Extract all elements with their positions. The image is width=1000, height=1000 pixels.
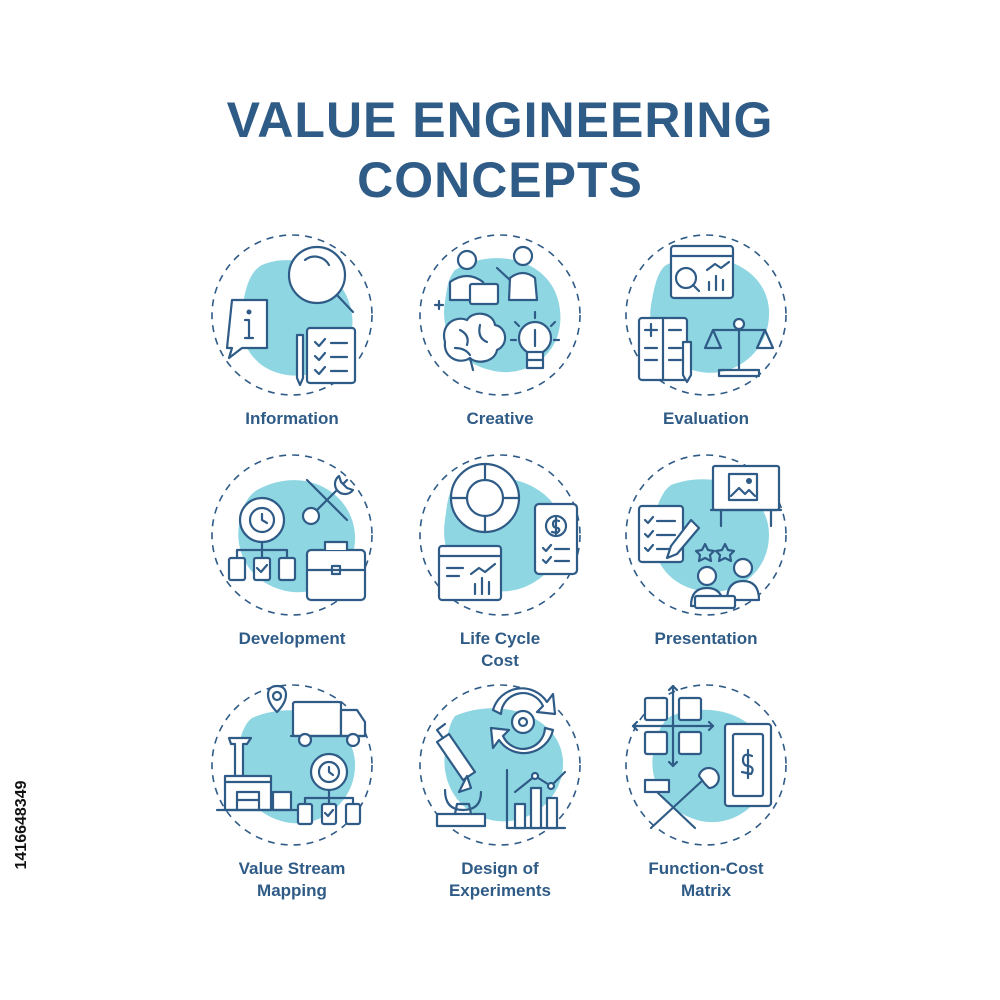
concept-label: Evaluation [663, 409, 749, 428]
concept-label: Development [238, 629, 346, 648]
concept-label: Function-Cost Matrix [648, 859, 764, 900]
concept-information: Information [192, 230, 392, 430]
function-cost-matrix-icon [625, 684, 787, 846]
stock-id: 1416648349 [13, 780, 30, 870]
concept-label: Life Cycle Cost [459, 629, 541, 670]
concept-label: Creative [466, 409, 534, 428]
concept-evaluation: Evaluation [606, 230, 806, 430]
page-title-line-1: VALUE ENGINEERING [226, 92, 774, 148]
page-title-line-2: CONCEPTS [357, 152, 643, 208]
concept-presentation: Presentation [606, 450, 806, 650]
evaluation-icon [625, 234, 787, 396]
concept-creative: Creative [400, 230, 600, 430]
concept-function-cost-matrix: Function-Cost Matrix [606, 680, 806, 902]
concept-value-stream-mapping: Value Stream Mapping [192, 680, 392, 902]
development-icon [211, 454, 373, 616]
value-stream-mapping-icon [211, 684, 373, 846]
design-of-experiments-icon [419, 684, 581, 846]
concept-life-cycle-cost: Life Cycle Cost [400, 450, 600, 672]
life-cycle-cost-icon [419, 454, 581, 616]
concept-design-of-experiments: Design of Experiments [400, 680, 600, 902]
creative-icon [419, 234, 581, 396]
concept-label: Presentation [654, 629, 758, 648]
information-icon [211, 234, 373, 396]
concept-label: Information [245, 409, 339, 428]
concept-label: Design of Experiments [448, 859, 552, 900]
concept-development: Development [192, 450, 392, 650]
presentation-icon [625, 454, 787, 616]
concept-label: Value Stream Mapping [238, 859, 346, 900]
